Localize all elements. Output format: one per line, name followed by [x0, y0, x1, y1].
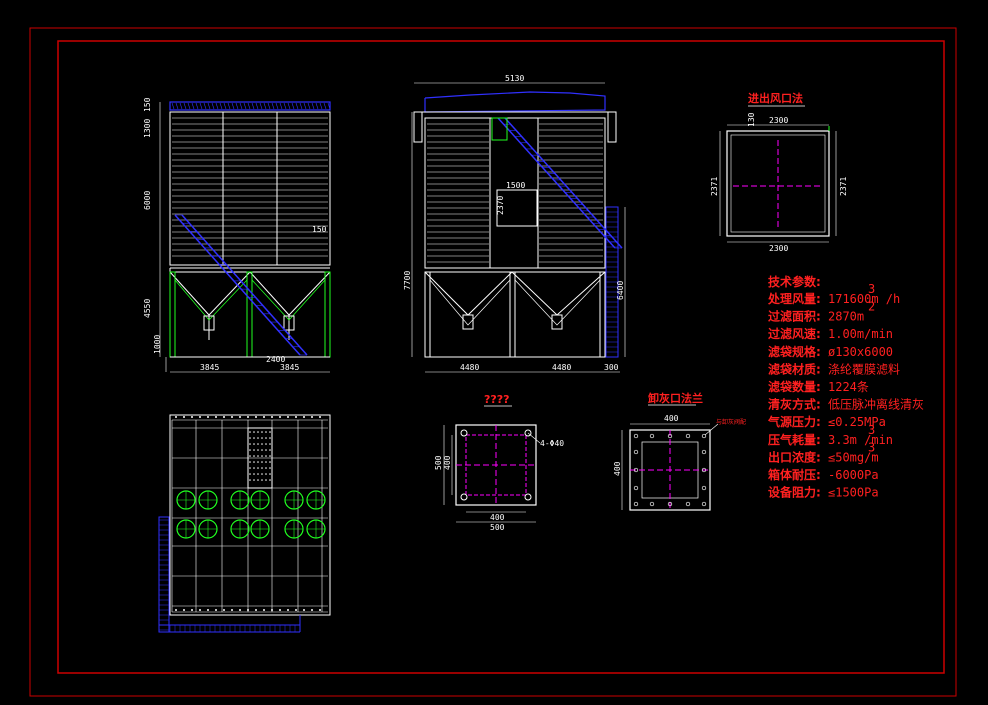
spec-superscript: 3: [868, 440, 875, 454]
spec-value: ø130x6000: [828, 345, 893, 359]
inlet-title: 进出风口法: [748, 91, 803, 105]
dim-sv-h-right: 6400: [616, 281, 625, 300]
dim-inlet-side2: 2371: [839, 177, 848, 196]
dim-flange-left-h1: 500: [434, 455, 443, 470]
spec-value: ≤1500Pa: [828, 486, 879, 500]
flange-right-note: 与卸灰阀配: [716, 418, 746, 426]
spec-value: ≤50mg/m: [828, 450, 879, 464]
dim-fv-w2: 2400: [266, 355, 285, 364]
spec-superscript: 3: [868, 423, 875, 437]
dim-fv-top1: 150: [143, 97, 152, 112]
dim-fv-foot: 1000: [153, 335, 162, 354]
spec-label: 箱体耐压:: [768, 467, 821, 482]
spec-label: 处理风量:: [767, 291, 821, 306]
spec-label: 过滤面积:: [768, 309, 821, 324]
spec-label: 清灰方式:: [768, 397, 821, 412]
dim-fv-side: 150: [312, 225, 327, 234]
spec-value: 3.3m /min: [828, 433, 893, 447]
spec-label: 出口浓度:: [768, 449, 821, 464]
spec-superscript: 3: [868, 282, 875, 296]
spec-label: 过滤风速:: [768, 326, 821, 341]
spec-label: 滤袋数量:: [768, 379, 821, 394]
dim-inlet-top: 2300: [769, 116, 788, 125]
spec-label: 压气耗量:: [768, 432, 821, 447]
dim-flange-left-w1: 400: [490, 513, 505, 522]
spec-value: 低压脉冲离线清灰: [828, 397, 924, 412]
inlet-detail: [719, 105, 837, 243]
flange-left: [443, 405, 541, 523]
spec-value: 171600m /h: [828, 292, 900, 306]
inner-frame: [57, 40, 945, 674]
dim-sv-w1: 4480: [460, 363, 479, 372]
spec-label: 滤袋规格:: [768, 344, 821, 359]
dim-fv-mid: 6000: [143, 191, 152, 210]
dim-inlet-small: 130: [747, 112, 756, 127]
spec-label: 设备阻力:: [768, 485, 821, 500]
flange-left-title: ????: [484, 393, 510, 406]
outer-frame: [29, 27, 957, 697]
dim-sv-d1: 1500: [506, 181, 525, 190]
spec-value: 2870m: [828, 310, 864, 324]
dim-sv-top: 5130: [505, 74, 524, 83]
dim-flange-left-w2: 500: [490, 523, 505, 532]
dim-sv-h-total: 7700: [403, 271, 412, 290]
flange-right: [621, 404, 719, 511]
dim-inlet-bottom: 2300: [769, 244, 788, 253]
spec-label: 滤袋材质:: [768, 361, 821, 376]
dim-flange-left-h2: 400: [443, 455, 452, 470]
dim-fv-bot: 4550: [143, 299, 152, 318]
spec-value: ≤0.25MPa: [828, 415, 886, 429]
spec-value: 涤纶覆膜滤料: [828, 362, 900, 376]
specs-table: 处理风量:171600m /h3过滤面积:2870m2过滤风速:1.00m/mi…: [767, 282, 924, 500]
spec-value: 1.00m/min: [828, 327, 893, 341]
flange-left-note: 4-Φ40: [540, 439, 564, 448]
dim-flange-right-h: 400: [613, 461, 622, 476]
flange-right-title: 卸灰口法兰: [648, 391, 703, 405]
front-view: [159, 101, 331, 373]
side-view: [411, 82, 626, 373]
dim-fv-w3: 3845: [280, 363, 299, 372]
dim-inlet-side: 2371: [710, 177, 719, 196]
specs-title: 技术参数:: [768, 274, 821, 289]
spec-value: -6000Pa: [828, 468, 879, 482]
plan-view: [158, 414, 331, 633]
dim-sv-w3: 300: [604, 363, 619, 372]
dim-sv-d2: 2370: [496, 196, 505, 215]
dim-flange-right-w: 400: [664, 414, 679, 423]
spec-superscript: 2: [868, 300, 875, 314]
dim-fv-top2: 1300: [143, 119, 152, 138]
spec-value: 1224条: [828, 380, 869, 394]
dim-sv-w2: 4480: [552, 363, 571, 372]
dim-fv-w1: 3845: [200, 363, 219, 372]
spec-label: 气源压力:: [767, 414, 821, 429]
